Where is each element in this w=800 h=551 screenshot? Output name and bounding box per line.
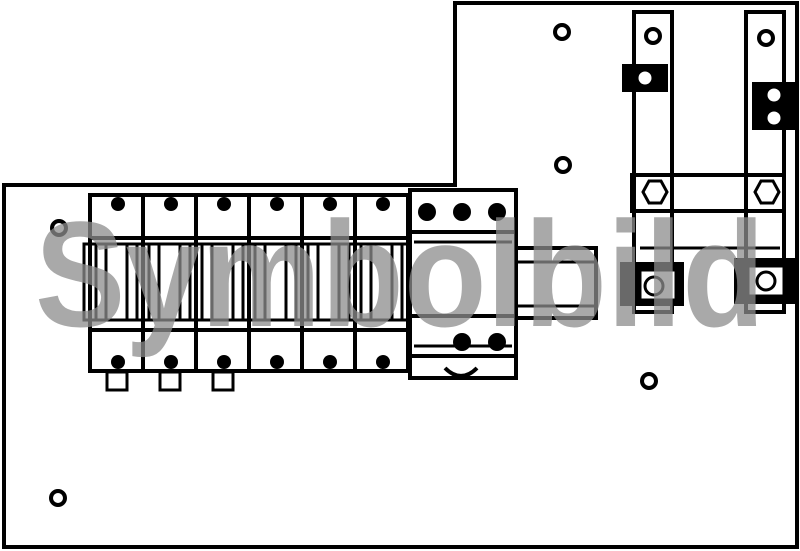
clamp-screw [755, 270, 777, 292]
mounting-hole [640, 372, 658, 390]
breaker-module [147, 242, 192, 322]
switch-terminal [418, 203, 436, 221]
switch-terminal [453, 203, 471, 221]
terminal-screw [270, 197, 284, 211]
busbar-hole [757, 29, 775, 47]
breaker-tab [211, 370, 235, 392]
clamp-screw [643, 275, 665, 297]
breaker-module [253, 242, 298, 322]
mounting-holes [49, 23, 658, 507]
busbar [744, 10, 786, 314]
clamp-screw [764, 108, 784, 128]
watermark-text: Symbolbild [35, 190, 765, 358]
switch-terminal [488, 203, 506, 221]
switch-bottom-clip [443, 366, 479, 378]
mounting-hole [553, 23, 571, 41]
terminal-screw [323, 197, 337, 211]
hex-nut [753, 179, 781, 205]
terminal-screw [111, 355, 125, 369]
breaker-module [306, 242, 351, 322]
breaker-tab [105, 370, 129, 392]
terminal-screw [111, 197, 125, 211]
breaker-module [359, 242, 404, 322]
hex-nut [641, 179, 669, 205]
terminal-screw [376, 355, 390, 369]
terminal-screw [270, 355, 284, 369]
terminal-screw [217, 355, 231, 369]
clamp-screw [635, 68, 655, 88]
switch-terminal [453, 333, 471, 351]
switch-terminal [488, 333, 506, 351]
mounting-hole [50, 219, 68, 237]
busbar [632, 10, 674, 314]
breaker-module [94, 242, 139, 322]
mounting-hole [554, 156, 572, 174]
terminal-screw [323, 355, 337, 369]
connector-bar [514, 246, 598, 320]
terminal-screw [164, 355, 178, 369]
breaker-module [200, 242, 245, 322]
busbar-assembly [630, 10, 786, 314]
terminal-screw [217, 197, 231, 211]
clamp-screw [764, 85, 784, 105]
terminal-screw [164, 197, 178, 211]
breaker-tab [158, 370, 182, 392]
busbar-hole [644, 27, 662, 45]
terminal-screw [376, 197, 390, 211]
mounting-hole [49, 489, 67, 507]
breaker-row [82, 193, 410, 392]
